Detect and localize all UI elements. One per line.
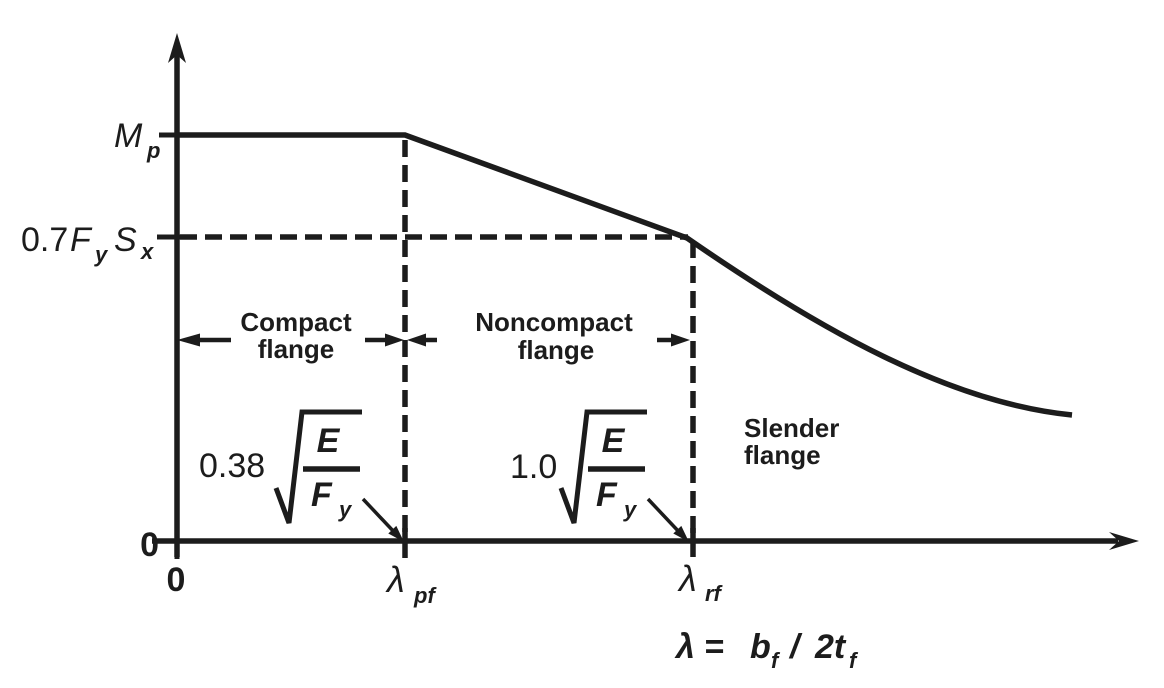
lambda-rf-label-subscript: rf bbox=[705, 581, 724, 606]
compact-flange-label-line1: Compact bbox=[240, 307, 352, 337]
axes bbox=[152, 33, 1139, 559]
dashed-guides bbox=[180, 140, 696, 538]
y-axis-zero-label: 0 bbox=[140, 526, 159, 564]
equation-equals: = bbox=[704, 628, 724, 666]
x-axis-equation: λ = b f / 2t f bbox=[674, 628, 859, 673]
mp-label: M bbox=[114, 117, 143, 155]
noncompact-flange-label-line1: Noncompact bbox=[475, 307, 633, 337]
slender-flange-label-line1: Slender bbox=[744, 413, 839, 443]
compact-flange-label-line2: flange bbox=[258, 334, 335, 364]
x-axis-zero-label: 0 bbox=[167, 561, 186, 599]
noncompact-right-arrow-icon bbox=[671, 333, 690, 347]
radical-rf-icon bbox=[558, 409, 647, 524]
limit-formula-rf: 1.0 E F y bbox=[510, 409, 689, 542]
compact-range-arrows bbox=[177, 333, 404, 347]
seven-fysx-label-x-subscript: x bbox=[140, 239, 154, 264]
equation-lambda: λ bbox=[674, 628, 695, 666]
limit-rf-coefficient: 1.0 bbox=[510, 448, 557, 486]
y-axis-labels: M p 0.7 F y S x 0 bbox=[21, 117, 160, 564]
limit-rf-leader-line bbox=[646, 497, 683, 536]
slender-flange-label-line2: flange bbox=[744, 440, 821, 470]
equation-b-subscript: f bbox=[771, 648, 781, 673]
limit-rf-y-subscript: y bbox=[623, 497, 638, 522]
equation-2t: 2t bbox=[814, 628, 847, 666]
noncompact-flange-label-line2: flange bbox=[518, 335, 595, 365]
limit-pf-coefficient: 0.38 bbox=[199, 447, 265, 485]
limit-pf-leader-arrow-icon bbox=[388, 525, 404, 542]
limit-pf-F: F bbox=[311, 476, 333, 514]
lambda-pf-label-subscript: pf bbox=[413, 583, 437, 608]
equation-b: b bbox=[750, 628, 771, 666]
strength-curve bbox=[177, 132, 1073, 418]
seven-fysx-label-S: S bbox=[114, 221, 137, 259]
region-labels: Compact flange Noncompact flange Slender… bbox=[240, 307, 839, 470]
noncompact-left-arrow-icon bbox=[407, 333, 426, 347]
lambda-rf-label: λ bbox=[677, 558, 697, 599]
limit-rf-leader-arrow-icon bbox=[673, 525, 689, 542]
seven-fysx-label-number: 0.7 bbox=[21, 221, 68, 259]
mp-label-subscript: p bbox=[146, 138, 160, 163]
equation-slash: / bbox=[788, 628, 803, 666]
noncompact-range-arrows bbox=[407, 333, 690, 347]
limit-formula-pf: 0.38 E F y bbox=[199, 409, 404, 542]
lambda-pf-label: λ bbox=[385, 559, 405, 600]
x-axis-labels: 0 λ pf λ rf bbox=[167, 558, 724, 608]
y-axis-arrow-icon bbox=[168, 33, 186, 63]
equation-t-subscript: f bbox=[849, 648, 859, 673]
seven-fysx-label-F: F bbox=[70, 221, 93, 259]
limit-rf-F: F bbox=[596, 476, 618, 514]
limit-pf-E: E bbox=[317, 422, 341, 460]
limit-pf-y-subscript: y bbox=[338, 497, 353, 522]
compact-right-arrow-icon bbox=[385, 333, 404, 347]
compact-left-arrow-icon bbox=[177, 333, 200, 347]
x-axis-arrow-icon bbox=[1109, 532, 1139, 550]
limit-pf-leader-line bbox=[361, 497, 398, 536]
seven-fysx-label-y-subscript: y bbox=[94, 242, 109, 267]
limit-rf-E: E bbox=[602, 422, 626, 460]
radical-pf-icon bbox=[273, 409, 362, 524]
